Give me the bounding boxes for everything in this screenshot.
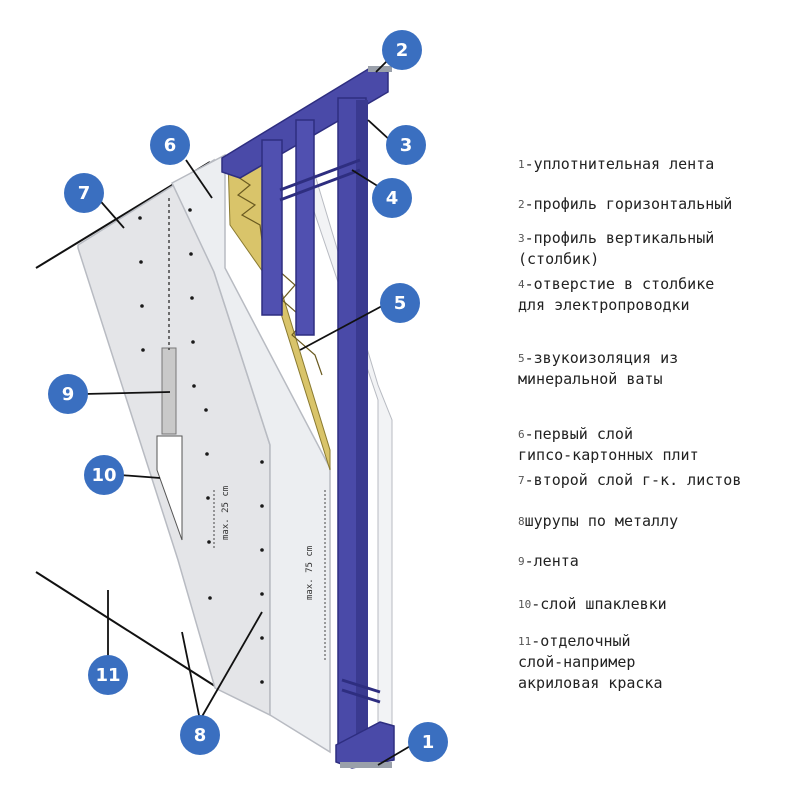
insulation-hatch [234, 174, 263, 241]
svg-text:11: 11 [95, 665, 120, 686]
callout-7: 7 [64, 173, 104, 213]
wire-bar-2 [279, 168, 361, 202]
legend-item-2: 2-профиль горизонтальный [518, 195, 733, 213]
finishing-layer-bottom-edge [35, 571, 219, 689]
vertical-stud-main-face [356, 100, 368, 756]
legend-item-6: 6-первый слой гипсо-картонных плит [518, 425, 699, 464]
horizontal-profile-bottom [335, 721, 395, 769]
dimension-screw-spacing: max. 25 cm [213, 486, 231, 548]
svg-text:8: 8 [194, 725, 207, 746]
wiring-holes [279, 158, 381, 704]
legend-item-4: 4-отверстие в столбике для электропровод… [518, 275, 715, 314]
svg-text:6: 6 [164, 135, 177, 156]
wire-bar-4 [341, 688, 381, 704]
wire-bar-3 [341, 678, 381, 694]
dimension-stud-spacing: max. 75 cm [305, 490, 326, 660]
callout-11: 11 [88, 655, 128, 695]
legend-item-1: 1-уплотнительная лента [518, 155, 715, 173]
callout-1: 1 [408, 722, 448, 762]
dim-label-screw: max. 25 cm [221, 486, 231, 540]
metal-frame [221, 66, 395, 769]
callout-8: 8 [180, 715, 220, 755]
callouts: 1 2 3 4 5 6 7 8 9 10 11 [48, 30, 448, 762]
svg-text:3: 3 [400, 135, 413, 156]
first-board-layer [171, 153, 331, 754]
svg-text:4: 4 [386, 188, 399, 209]
svg-text:2: 2 [396, 40, 409, 61]
callout-2: 2 [382, 30, 422, 70]
svg-text:9: 9 [62, 384, 75, 405]
callout-10: 10 [84, 455, 124, 495]
vertical-stud-left [261, 139, 283, 316]
callout-6: 6 [150, 125, 190, 165]
legend-item-8: 8шурупы по металлу [518, 512, 679, 530]
screw-dots [138, 208, 264, 684]
legend-item-5: 5-звукоизоляция из минеральной ваты [518, 349, 679, 388]
callout-3: 3 [386, 125, 426, 165]
dim-label-stud: max. 75 cm [305, 546, 315, 600]
wire-bar-1 [279, 158, 361, 192]
sealing-tape-bottom [340, 762, 392, 768]
callout-5: 5 [380, 283, 420, 323]
legend-item-3: 3-профиль вертикальный (столбик) [518, 229, 715, 268]
legend-item-11: 11-отделочный слой-например акриловая кр… [518, 632, 663, 692]
putty-layer [156, 435, 183, 541]
svg-text:10: 10 [91, 465, 116, 486]
callout-4: 4 [372, 178, 412, 218]
legend-item-9: 9-лента [518, 552, 579, 570]
svg-text:7: 7 [78, 183, 91, 204]
vertical-stud-mid [295, 119, 315, 336]
joint-tape [161, 347, 177, 435]
legend: 1-уплотнительная лента 2-профиль горизон… [518, 0, 800, 800]
callout-9: 9 [48, 374, 88, 414]
svg-text:1: 1 [422, 732, 435, 753]
svg-text:5: 5 [394, 293, 407, 314]
legend-item-7: 7-второй слой г-к. листов [518, 471, 742, 489]
legend-item-10: 10-слой шпаклевки [518, 595, 667, 613]
